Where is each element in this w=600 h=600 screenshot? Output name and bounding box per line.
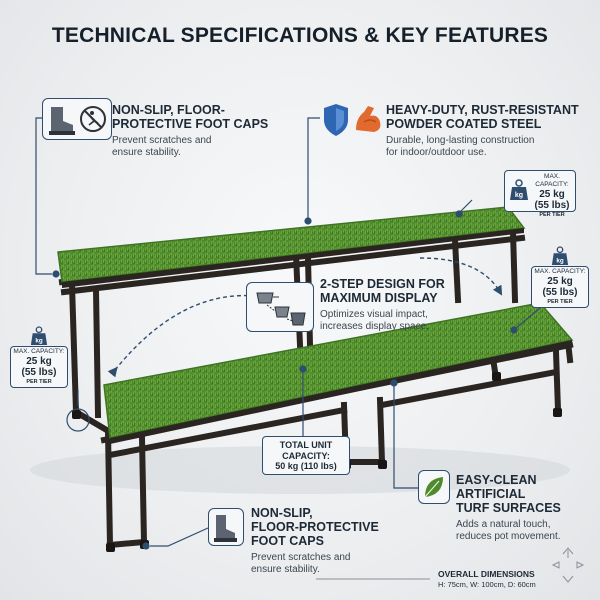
muscle-arm-icon — [356, 106, 381, 132]
weight-icon: kg — [30, 326, 48, 345]
total-label-1: TOTAL UNIT — [279, 440, 333, 450]
callout-lines — [35, 117, 541, 550]
feature-title-line: POWDER COATED STEEL — [386, 117, 542, 131]
shield-icon — [324, 104, 348, 136]
foot-caps-icon-box-bottom — [208, 508, 244, 546]
two-step-icon-box — [246, 282, 314, 332]
overall-dimensions: OVERALL DIMENSIONS H: 75cm, W: 100cm, D:… — [438, 569, 548, 589]
capacity-per-tier: PER TIER — [539, 212, 565, 218]
pots-icon — [256, 292, 306, 326]
boot-icon — [214, 515, 237, 542]
capacity-badge-lower-right: kg MAX. CAPACITY: 25 kg (55 lbs) PER TIE… — [531, 246, 589, 310]
feature-foot-caps-top: NON-SLIP, FLOOR-PROTECTIVE FOOT CAPS Pre… — [112, 103, 282, 159]
capacity-badge-upper: kg MAX. CAPACITY: 25 kg (55 lbs) PER TIE… — [504, 170, 576, 218]
lower-top-rail — [110, 340, 572, 444]
total-capacity-badge: TOTAL UNIT CAPACITY: 50 kg (110 lbs) — [262, 436, 350, 475]
total-value: 50 kg (110 lbs) — [275, 461, 337, 471]
feature-title-line: MAXIMUM DISPLAY — [320, 291, 438, 305]
weight-icon-label: kg — [556, 257, 564, 264]
capacity-per-tier: PER TIER — [26, 379, 52, 385]
capacity-per-tier: PER TIER — [547, 299, 573, 305]
feature-desc-line: Prevent scratches and — [112, 135, 212, 146]
total-label-2: CAPACITY: — [282, 450, 330, 461]
turf-icon-box — [418, 470, 450, 504]
capacity-label: MAX. CAPACITY: — [13, 348, 65, 355]
feature-title-line: HEAVY-DUTY, RUST-RESISTANT — [386, 103, 579, 117]
dimension-arrows — [316, 547, 585, 583]
weight-icon-label: kg — [35, 337, 43, 344]
capacity-kg: 25 kg — [539, 189, 565, 200]
feature-title-line: FOOT CAPS — [251, 534, 324, 548]
feature-title-line: EASY-CLEAN ARTIFICIAL — [456, 473, 537, 501]
feature-title-line: NON-SLIP, FLOOR- — [112, 103, 225, 117]
capacity-label: MAX. CAPACITY: — [535, 173, 569, 188]
capacity-kg: 25 kg — [26, 356, 52, 367]
leaf-icon — [424, 477, 443, 498]
feature-desc-line: Adds a natural touch, — [456, 519, 551, 530]
feature-title-line: FLOOR-PROTECTIVE — [251, 520, 379, 534]
foot-caps-icon-box — [42, 98, 112, 140]
feature-desc-line: for indoor/outdoor use. — [386, 147, 487, 158]
boot-icon — [49, 107, 75, 135]
capacity-kg: 25 kg — [547, 276, 573, 287]
dashed-arrow-left — [107, 294, 256, 378]
weight-icon: kg — [551, 246, 569, 265]
feature-title-line: 2-STEP DESIGN FOR — [320, 277, 445, 291]
feature-desc-line: ensure stability. — [251, 564, 320, 575]
capacity-label: MAX. CAPACITY: — [534, 268, 586, 275]
feature-title-line: TURF SURFACES — [456, 501, 561, 515]
feature-desc-line: Prevent scratches and — [251, 552, 351, 563]
weight-icon: kg — [510, 179, 528, 200]
page-title: TECHNICAL SPECIFICATIONS & KEY FEATURES — [51, 24, 549, 47]
feature-desc-line: ensure stability. — [112, 147, 181, 158]
steel-icons — [322, 100, 384, 140]
feature-title-line: PROTECTIVE FOOT CAPS — [112, 117, 269, 131]
feature-desc-line: increases display space. — [320, 321, 429, 332]
feature-desc-line: Durable, long-lasting construction — [386, 135, 535, 146]
no-slip-icon — [80, 106, 106, 132]
capacity-lbs: (55 lbs) — [534, 200, 570, 211]
capacity-lbs: (55 lbs) — [21, 367, 57, 378]
feature-title-line: NON-SLIP, — [251, 506, 313, 520]
feature-desc-line: reduces pot movement. — [456, 531, 561, 542]
feature-desc-line: Optimizes visual impact, — [320, 309, 428, 320]
upper-top-rail — [62, 228, 524, 288]
capacity-lbs: (55 lbs) — [542, 287, 578, 298]
capacity-badge-left: kg MAX. CAPACITY: 25 kg (55 lbs) PER TIE… — [10, 326, 68, 390]
dimensions-value: H: 75cm, W: 100cm, D: 60cm — [438, 580, 536, 589]
weight-icon-label: kg — [515, 192, 523, 199]
dashed-arrow-right — [419, 257, 503, 296]
dimensions-label: OVERALL DIMENSIONS — [438, 569, 535, 579]
